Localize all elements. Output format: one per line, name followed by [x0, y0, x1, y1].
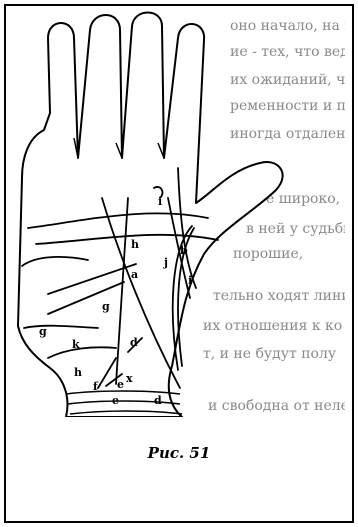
bleed-text-line: т, и не будут полу [203, 346, 337, 362]
bleed-text-line: в ней у судьбы ставка [246, 221, 345, 237]
label-h: h [131, 238, 139, 251]
label-e-upper: e [117, 378, 124, 391]
label-g-left: g [39, 325, 47, 338]
bleed-text-line: ие - тех, что ведут [230, 44, 345, 60]
bleed-text-line: ременности и поступают [230, 98, 345, 114]
figure-frame: оно начало, на поверх ие - тех, что веду… [4, 4, 354, 523]
label-g-right: g [102, 300, 110, 313]
bleed-text-line: оно начало, на поверх [230, 18, 345, 34]
label-i: i [158, 195, 162, 208]
bleed-text-line: их ожиданий, часто на [230, 72, 345, 88]
bleed-text-line: и свободна от неле [208, 398, 345, 414]
label-d-upper: d [130, 336, 138, 349]
bleed-text-line: иногда отдаленные сл [230, 126, 345, 142]
bleed-text-line: их отношения к ко [203, 318, 342, 334]
label-x: x [126, 372, 133, 385]
bleed-text-line: е широко, будут ли [266, 191, 345, 207]
label-k: k [72, 338, 80, 351]
label-d-lower: d [154, 394, 162, 407]
label-j: j [163, 256, 168, 269]
label-h-lower: h [74, 366, 82, 379]
bleed-text-line: порошие, [233, 246, 303, 262]
label-a: a [131, 268, 138, 281]
label-e-lower: e [112, 394, 119, 407]
palm-illustration: оно начало, на поверх ие - тех, что веду… [8, 8, 345, 417]
label-b: b [180, 244, 188, 257]
label-i-lower: i [188, 274, 192, 287]
figure-caption: Рис. 51 [6, 444, 352, 462]
bleed-text-line: тельно ходят линии [213, 288, 345, 304]
